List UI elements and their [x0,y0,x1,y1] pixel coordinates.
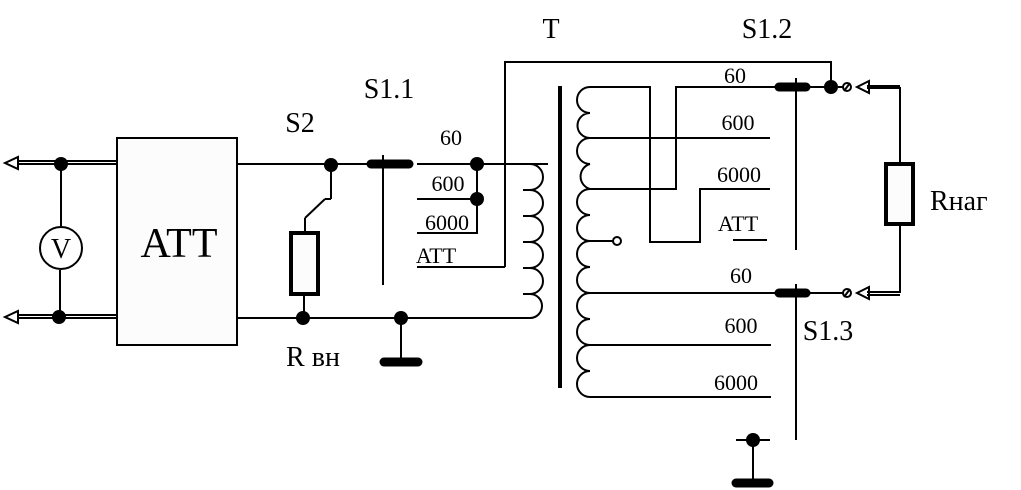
arrow-left-icon [2,155,19,171]
arrow-left-icon [2,309,19,325]
terminal-slash [843,288,851,298]
voltmeter: V [39,226,83,270]
attenuator-box [116,137,238,346]
switch-blade [304,198,326,219]
s1-1-label: S1.1 [364,74,415,105]
junction-dot [824,80,838,94]
s1-1-pos-6000: 6000 [425,210,469,235]
voltmeter-label: V [51,234,71,265]
transformer-t: T [523,14,591,398]
ground-left [379,311,423,367]
open-terminal-icon [612,236,622,246]
secondary-taps-upper [590,86,776,246]
s1-2-pos-att: ATT [718,211,759,236]
secondary-winding [576,86,591,398]
resistor-body [884,162,915,226]
s1-2-pos-60: 60 [724,63,746,88]
voltmeter-circle [39,226,83,270]
terminal-slash [843,82,851,92]
resistor-body [289,231,320,296]
output-terminals [838,79,901,301]
resistor-r-internal: R вн [286,231,340,373]
s1-3-pos-6000: 6000 [714,370,758,395]
primary-winding [529,163,544,319]
transformer-label: T [542,14,559,45]
switch-s1-3: S1.3 60 600 6000 [714,263,853,440]
s1-3-label: S1.3 [803,316,854,347]
wire-att-loop [504,61,832,267]
s1-3-pos-60: 60 [730,263,752,288]
s1-1-pos-att: ATT [416,243,457,268]
s1-2-pos-6000: 6000 [717,162,761,187]
switch-s1-1: S1.1 60 600 6000 ATT [364,74,548,285]
s1-2-label: S1.2 [742,14,793,45]
s1-3-pos-600: 600 [725,313,758,338]
s1-2-pos-600: 600 [722,110,755,135]
r-load-label: Rнаг [930,186,988,217]
attenuator-block: ATT [116,137,238,346]
secondary-taps-lower [590,292,776,398]
s1-1-pos-600: 600 [432,171,465,196]
s1-1-pos-60: 60 [440,125,462,150]
s2-label: S2 [285,108,315,139]
ground-right [731,433,774,488]
junction-dot [470,157,484,171]
attenuator-label: ATT [141,221,218,267]
r-internal-label: R вн [286,342,340,373]
wire-tap-top [590,86,770,243]
input-terminals [2,155,118,325]
switch-s2: S2 [285,108,338,233]
switch-s1-2: S1.2 60 600 6000 ATT [717,14,838,250]
junction-dot [296,311,310,325]
junction-dot [470,192,484,206]
wire-tap-60 [590,86,776,190]
resistor-r-load: Rнаг [884,162,988,226]
